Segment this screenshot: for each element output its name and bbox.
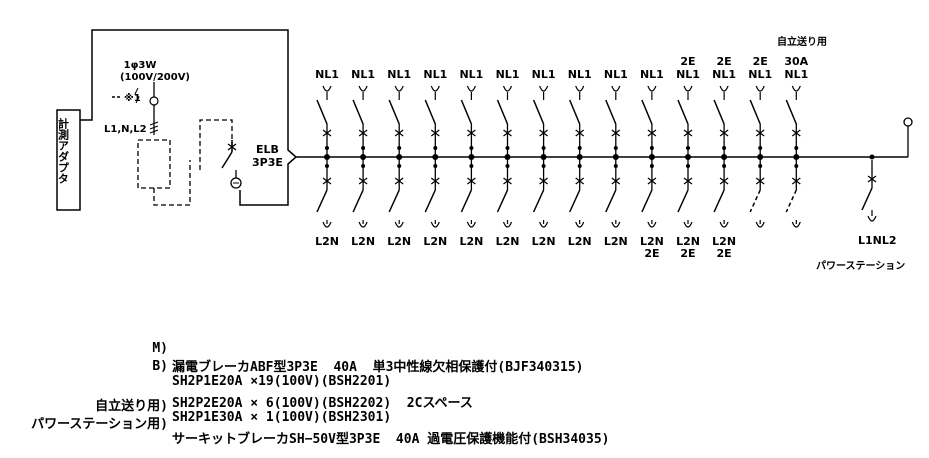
branch-top-label: NL1 (423, 68, 447, 81)
bus-end-terminal (903, 117, 913, 127)
branch-top-label: NL1 (748, 68, 772, 81)
branch-bottom-label: L2N (459, 235, 483, 248)
branch-bottom-label: L2N (496, 235, 520, 248)
branch-bottom-label: L2N (712, 235, 736, 248)
branch-top-label: NL1 (604, 68, 628, 81)
branch-top-label: NL1 (568, 68, 592, 81)
measurement-adapter: 計測アダプタ (56, 109, 81, 211)
note-text: SH2P1E30A × 1(100V)(BSH2301) (172, 410, 392, 425)
main-breaker-line2: 3P3E (252, 156, 283, 169)
ps-branch-label: L1NL2 (858, 234, 897, 247)
main-breaker-line1: ELB (256, 143, 279, 156)
note-label: M) (152, 341, 168, 356)
main-breaker-elb: ELB 3P3E (221, 140, 283, 189)
supply-wires: L1,N,L2 (104, 124, 147, 135)
branch-bottom-label: L2N (351, 235, 375, 248)
note-text: SH2P1E20A ×19(100V)(BSH2201) (172, 374, 392, 389)
branch-bottom-label: L2N (640, 235, 664, 248)
note-row: 自立送り用) SH2P1E30A × 1(100V)(BSH2301) (0, 380, 929, 440)
branch-top-label: NL1 (459, 68, 483, 81)
branch-top-label: NL1 (315, 68, 339, 81)
self-feed-label: 自立送り用 (777, 35, 827, 48)
branch-top-label: NL1 (496, 68, 520, 81)
power-station-branch: L1NL2 パワーステーション (816, 154, 905, 272)
branch-top-label: 2E (680, 55, 695, 68)
branch-top-label: NL1 (387, 68, 411, 81)
branch-top-label: 30A (784, 55, 808, 68)
branch-top-label: 2E (753, 55, 768, 68)
adapter-wire (80, 29, 298, 206)
branch-top-label: 2E (717, 55, 732, 68)
branch-top-label: NL1 (532, 68, 556, 81)
note-text: サーキットブレーカSH−50V型3P3E 40A 過電圧保護機能付(BSH340… (172, 432, 610, 447)
branch-bottom-label: 2E (717, 247, 732, 260)
supply-phase: 1φ3W (124, 60, 157, 71)
branch-bottom-label: L2N (604, 235, 628, 248)
power-station-label: パワーステーション (816, 260, 905, 272)
note-row: SH2P2E20A × 6(100V)(BSH2202) 2Cスペース (0, 362, 929, 422)
note-label: 自立送り用) (95, 399, 168, 414)
branch-top-label: NL1 (676, 68, 700, 81)
branch-bottom-label: L2N (423, 235, 447, 248)
note-label: パワーステーション用) (31, 417, 168, 432)
branch-top-label: NL1 (640, 68, 664, 81)
branch-bottom-label: L2N (532, 235, 556, 248)
branch-bottom-label: L2N (315, 235, 339, 248)
note-text: 漏電ブレーカABF型3P3E 40A 単3中性線欠相保護付(BJF340315) (172, 360, 584, 375)
note-label: B) (152, 359, 168, 374)
note-row: B) SH2P1E20A ×19(100V)(BSH2201) (0, 344, 929, 404)
branch-bottom-label: L2N (568, 235, 592, 248)
adapter-label: 計測アダプタ (57, 117, 70, 184)
branch-bottom-label: L2N (676, 235, 700, 248)
branch-top-label: NL1 (712, 68, 736, 81)
branch-bottom-label: 2E (644, 247, 659, 260)
single-line-diagram: 計測アダプタ 1φ3W (100V/200V) ※1 L1,N,L2 ELB 3… (56, 29, 913, 272)
branch-bottom-label: 2E (680, 247, 695, 260)
branch-circuits: NL1L2NNL1L2NNL1L2NNL1L2NNL1L2NNL1L2NNL1L… (315, 55, 809, 260)
note-row: M) 漏電ブレーカABF型3P3E 40A 単3中性線欠相保護付(BJF3403… (0, 326, 929, 386)
current-transformer (137, 119, 233, 206)
branch-top-label: NL1 (351, 68, 375, 81)
supply-input: 1φ3W (100V/200V) ※1 L1,N,L2 (104, 60, 190, 135)
note-row: パワーステーション用) サーキットブレーカSH−50V型3P3E 40A 過電圧… (0, 398, 929, 458)
branch-bottom-label: L2N (387, 235, 411, 248)
note-text: SH2P2E20A × 6(100V)(BSH2202) 2Cスペース (172, 396, 473, 411)
supply-voltage: (100V/200V) (120, 72, 190, 83)
branch-top-label: NL1 (784, 68, 808, 81)
